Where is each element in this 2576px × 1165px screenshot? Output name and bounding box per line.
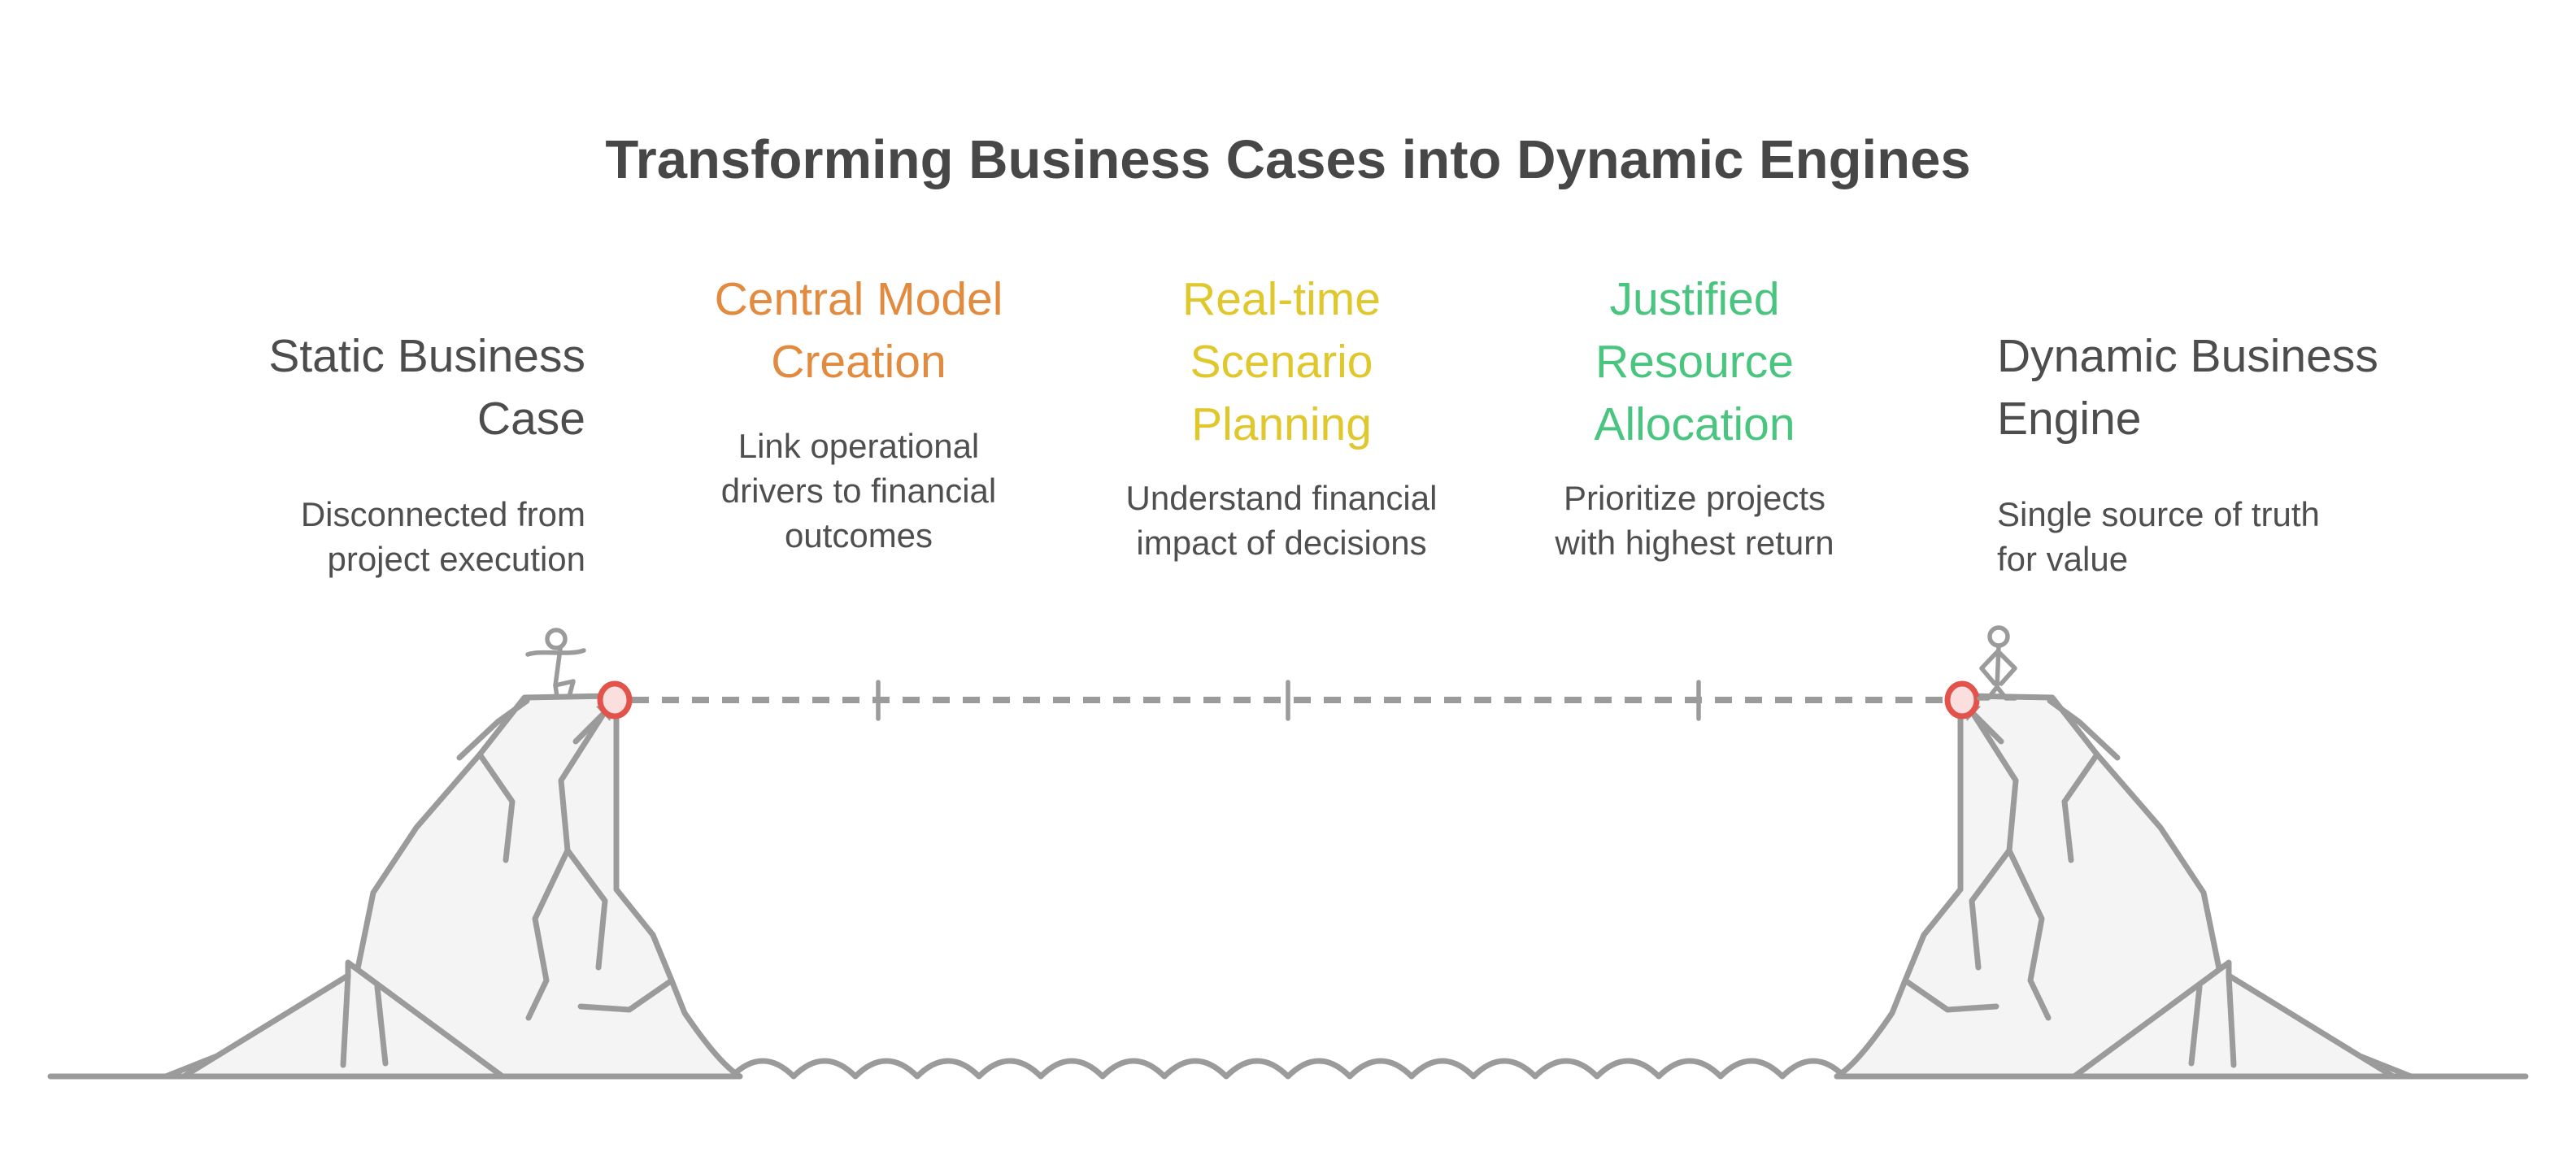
page-title: Transforming Business Cases into Dynamic… xyxy=(605,129,1971,190)
column-description: Single source of truth for value xyxy=(1997,495,2320,578)
column-dynamic-business-engine: Dynamic Business Engine Single source of… xyxy=(1997,325,2420,581)
column-heading: Static Business Case xyxy=(268,330,585,445)
anchor-point-left xyxy=(597,680,633,719)
column-heading: Justified Resource Allocation xyxy=(1594,273,1795,450)
column-central-model-creation: Central Model Creation Link operational … xyxy=(631,268,1086,558)
right-cliff xyxy=(1837,696,2411,1076)
stick-figure-right xyxy=(1977,625,2017,701)
ground-line xyxy=(47,1058,2529,1080)
left-cliff xyxy=(166,696,740,1076)
column-description: Link operational drivers to financial ou… xyxy=(720,427,997,554)
column-description: Disconnected from project execution xyxy=(300,495,585,578)
column-heading: Dynamic Business Engine xyxy=(1997,330,2378,445)
stick-figure-left xyxy=(525,628,586,699)
column-description: Understand financial impact of decisions xyxy=(1125,479,1438,562)
column-static-business-case: Static Business Case Disconnected from p… xyxy=(195,325,585,581)
column-real-time-scenario-planning: Real-time Scenario Planning Understand f… xyxy=(1054,268,1509,565)
column-heading: Real-time Scenario Planning xyxy=(1182,273,1381,450)
column-description: Prioritize projects with highest return xyxy=(1555,479,1834,562)
anchor-point-right xyxy=(1944,680,1980,719)
column-heading: Central Model Creation xyxy=(714,273,1003,388)
column-justified-resource-allocation: Justified Resource Allocation Prioritize… xyxy=(1467,268,1922,565)
